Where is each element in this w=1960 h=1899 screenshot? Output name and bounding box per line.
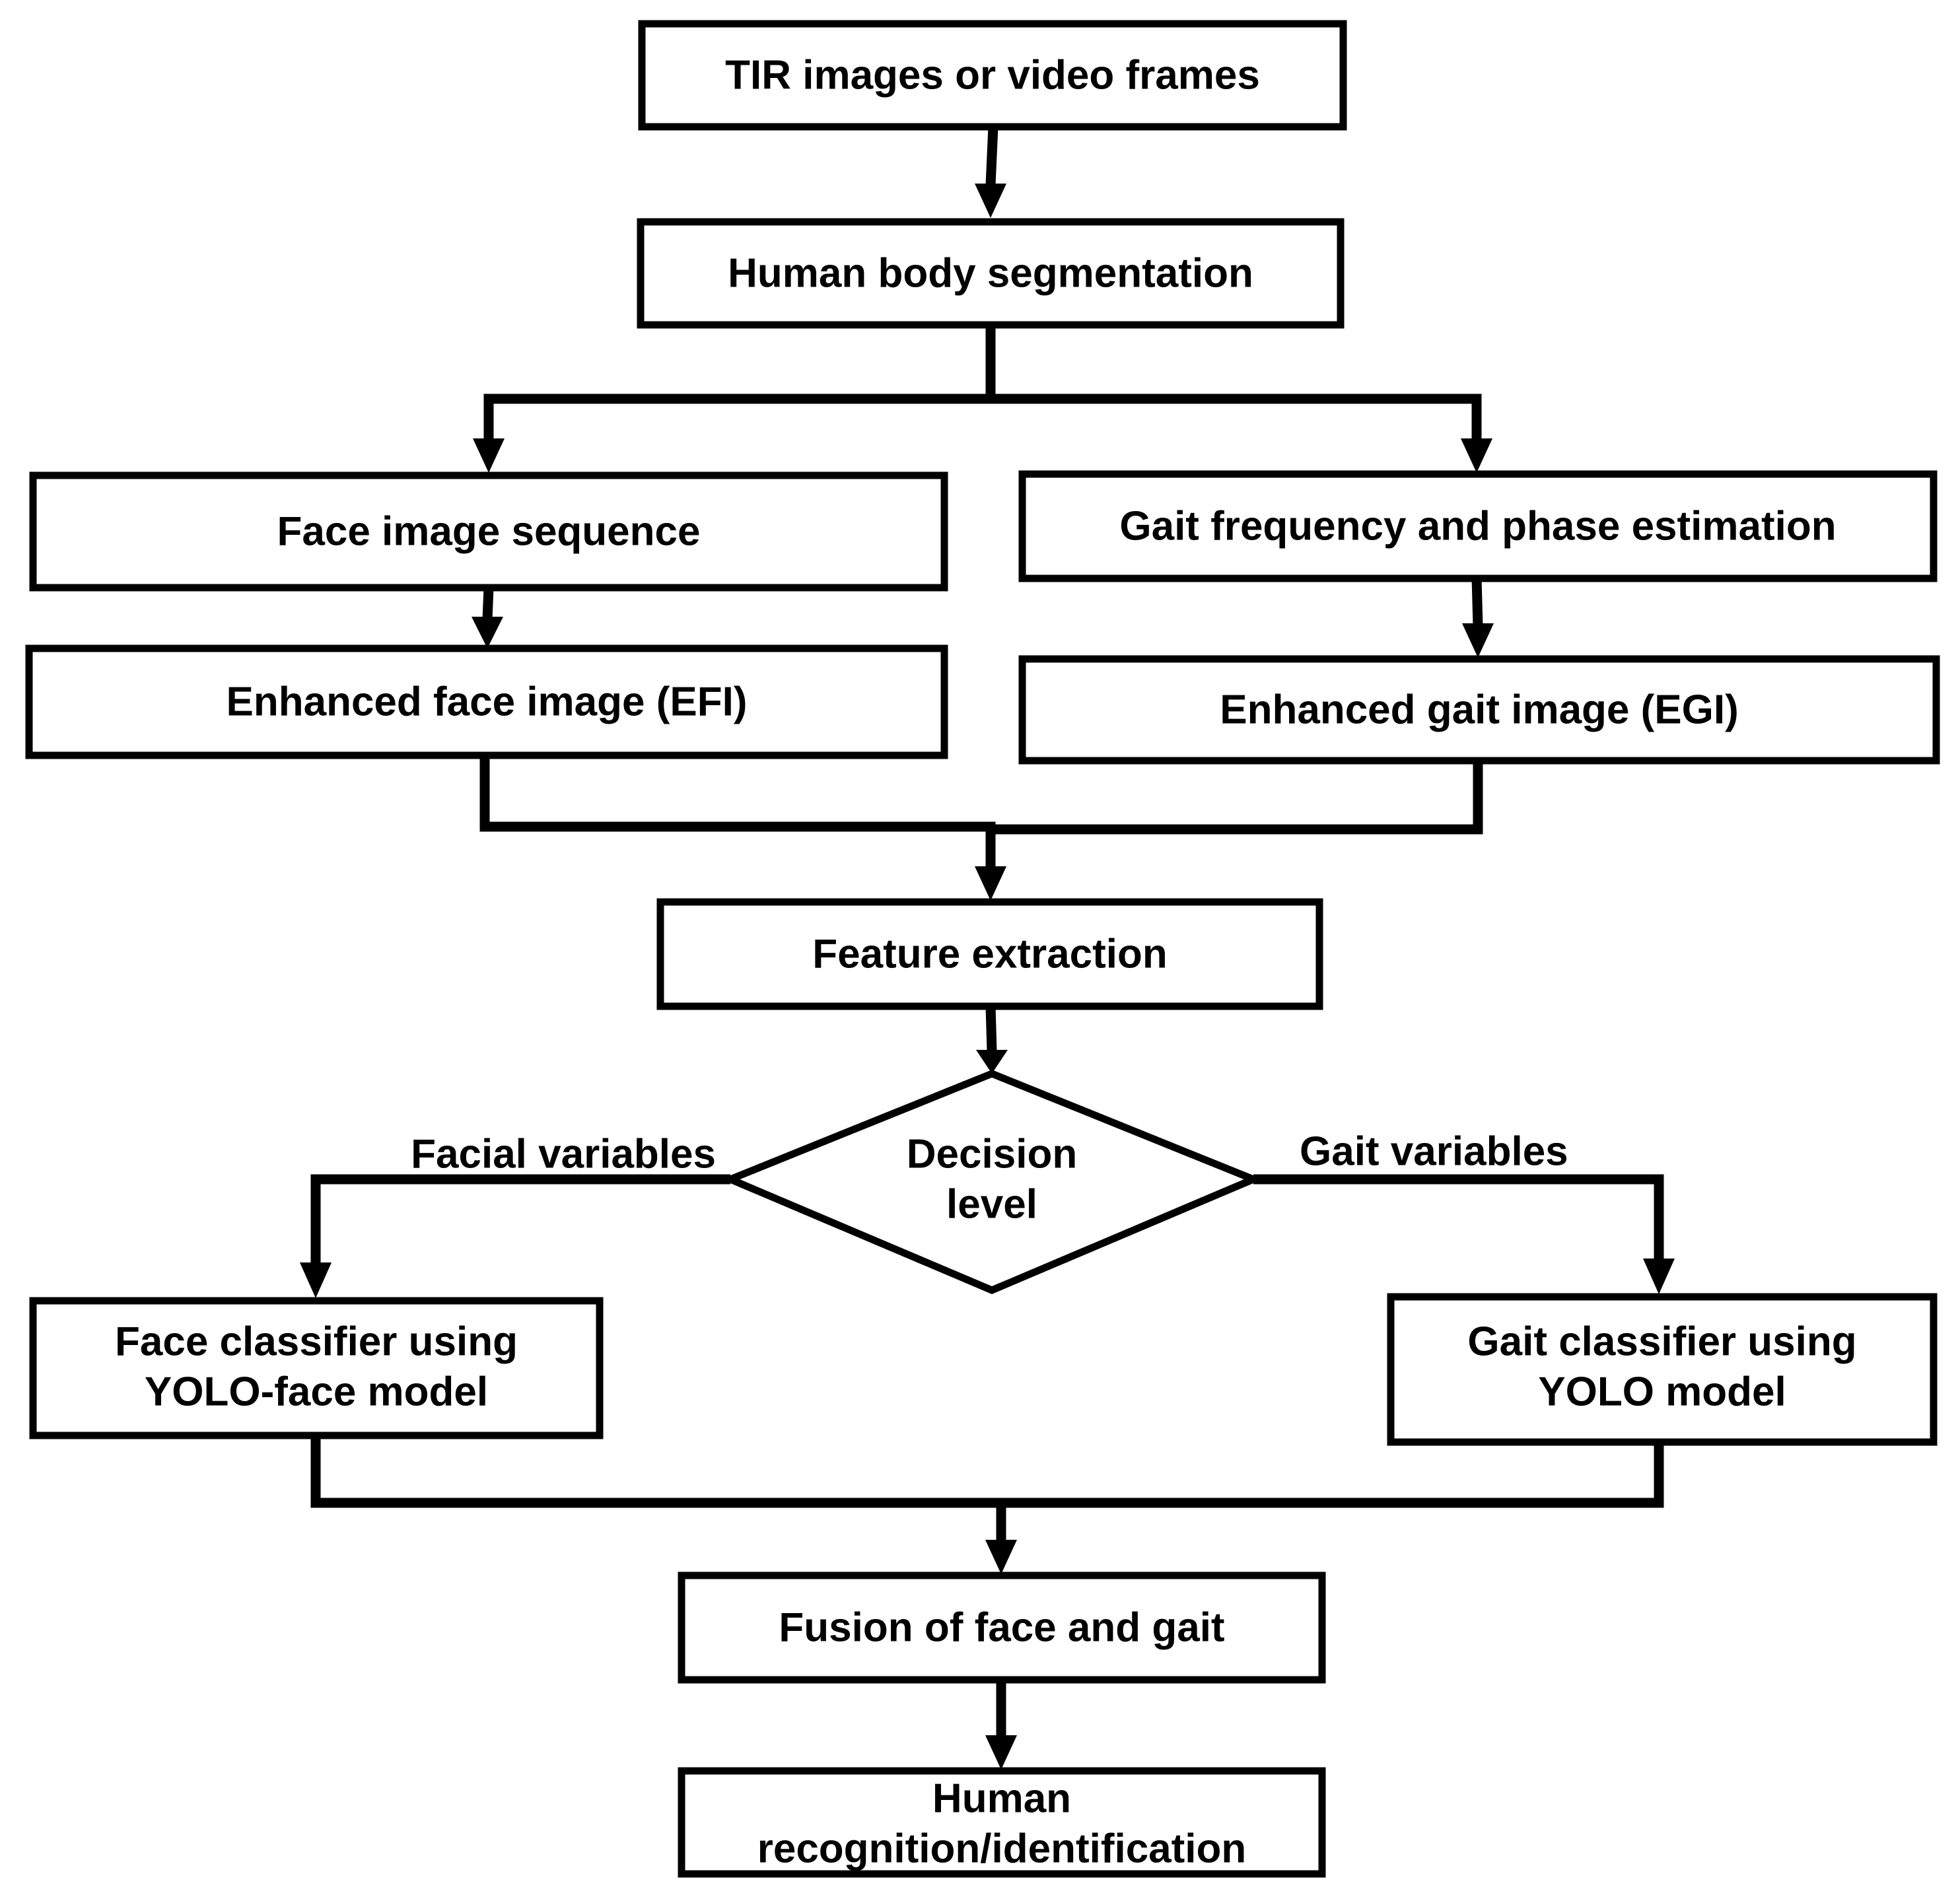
face-classifier-line-1: Face classifier using — [115, 1319, 518, 1365]
gait-estimation-label: Gait frequency and phase estimation — [1119, 504, 1836, 549]
edge-tir-to-segmentation — [985, 126, 998, 186]
arrowhead-gait-classifier — [1643, 1259, 1675, 1294]
decision-diamond — [720, 1070, 1263, 1294]
edge-label-gait-variables: Gait variables — [1300, 1129, 1568, 1175]
fusion-label: Fusion of face and gait — [779, 1605, 1224, 1651]
feature-extraction-label: Feature extraction — [812, 932, 1168, 977]
node-gait-estimation: Gait frequency and phase estimation — [1018, 470, 1938, 582]
arrowhead-decision — [976, 1050, 1008, 1074]
face-sequence-label: Face image sequence — [277, 509, 701, 555]
arrowhead-gait-estimation — [1461, 438, 1492, 473]
edge-segmentation-split — [483, 325, 1482, 441]
face-classifier-line-2: YOLO-face model — [145, 1369, 488, 1415]
node-gait-classifier: Gait classifier using YOLO model — [1387, 1293, 1938, 1446]
node-egi: Enhanced gait image (EGI) — [1018, 655, 1940, 765]
edge-feature-to-decision — [985, 1006, 997, 1052]
efi-label: Enhanced face image (EFI) — [227, 679, 748, 725]
node-recognition: Human recognition/identification — [678, 1767, 1326, 1878]
arrowhead-fusion — [985, 1540, 1017, 1574]
arrowhead-face-sequence — [473, 438, 505, 473]
arrowhead-segmentation — [975, 184, 1006, 218]
edge-classifiers-merge — [310, 1435, 1664, 1541]
arrowhead-efi — [472, 617, 503, 648]
body-segmentation-label: Human body segmentation — [728, 251, 1253, 296]
node-decision: Decision level — [720, 1070, 1263, 1294]
decision-line-1: Decision — [907, 1132, 1077, 1177]
edges — [300, 126, 1675, 1770]
edge-decision-to-gait-classifier — [1253, 1174, 1664, 1261]
recognition-line-2: recognition/identification — [757, 1826, 1247, 1872]
edge-gait-estimation-to-egi — [1471, 578, 1483, 627]
edge-decision-to-face-classifier — [310, 1174, 730, 1265]
node-face-classifier: Face classifier using YOLO-face model — [29, 1297, 604, 1439]
tir-input-label: TIR images or video frames — [725, 53, 1260, 98]
arrowhead-recognition — [985, 1735, 1017, 1770]
gait-classifier-line-1: Gait classifier using — [1467, 1319, 1856, 1365]
edge-face-sequence-to-efi — [482, 587, 494, 620]
edge-label-facial-variables: Facial variables — [411, 1132, 716, 1177]
decision-line-2: level — [946, 1182, 1037, 1227]
gait-classifier-line-2: YOLO model — [1538, 1369, 1786, 1415]
node-tir-input: TIR images or video frames — [638, 20, 1347, 131]
node-body-segmentation: Human body segmentation — [637, 218, 1345, 329]
egi-label: Enhanced gait image (EGI) — [1220, 687, 1738, 733]
node-efi: Enhanced face image (EFI) — [25, 644, 948, 759]
node-fusion: Fusion of face and gait — [678, 1571, 1326, 1684]
arrowhead-face-classifier — [300, 1262, 332, 1298]
arrowhead-feature-extraction — [975, 866, 1006, 901]
recognition-line-1: Human — [932, 1776, 1071, 1822]
node-feature-extraction: Feature extraction — [656, 898, 1323, 1010]
arrowhead-egi — [1462, 623, 1494, 658]
edge-enhanced-merge — [479, 755, 1483, 866]
node-face-sequence: Face image sequence — [29, 471, 948, 592]
